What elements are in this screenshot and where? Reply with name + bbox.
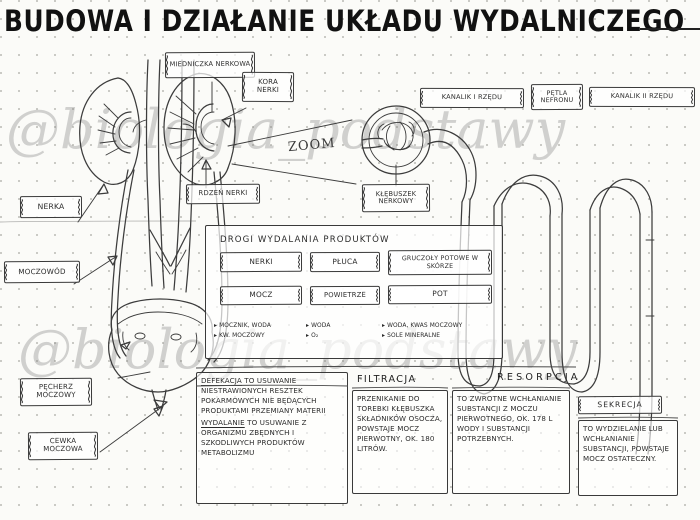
label-petla-nefronu: PĘTLA NEFRONU: [530, 83, 584, 111]
box-edge-right: [75, 263, 80, 280]
label-rdzen-nerki: RDZEŃ NERKI: [185, 183, 261, 205]
table-cell-organ-1: NERKI: [219, 251, 303, 273]
box-edge-right: [77, 198, 82, 215]
box-edge-left: [420, 90, 425, 105]
process-title-filtracja: FILTRACJA: [357, 374, 417, 385]
box-edge-right: [519, 91, 524, 106]
table-cell-product-1: MOCZ: [219, 285, 303, 306]
box-edge-right: [375, 288, 380, 302]
process-panel-sekrecja: TO WYDZIELANIE LUB WCHŁANIANIE SUBSTANCJ…: [578, 420, 678, 496]
excretion-routes-table: DROGI WYDALANIA PRODUKTÓW NERKI PŁUCA GR…: [205, 225, 503, 359]
label-kanalik-ii-rzedu: KANALIK II RZĘDU: [588, 86, 696, 108]
box-edge-right: [487, 287, 492, 301]
definitions-panel: DEFEKACJA TO USUWANIE NIESTRAWIONYCH RES…: [196, 372, 348, 504]
label-cewka-moczowa: CEWKA MOCZOWA: [27, 431, 99, 461]
box-edge-left: [310, 289, 315, 303]
label-pecherz-moczowy: PĘCHERZ MOCZOWY: [19, 377, 93, 407]
process-panel-filtracja: PRZENIKANIE DO TOREBKI KŁĘBUSZKA SKŁADNI…: [352, 390, 448, 494]
box-edge-left: [20, 199, 25, 216]
table-substances-3: WODA, KWAS MOCZOWY SOLE MINERALNE: [382, 321, 462, 341]
table-cell-organ-3: GRUCZOŁY POTOWE W SKÓRZE: [387, 249, 493, 276]
table-heading: DROGI WYDALANIA PRODUKTÓW: [220, 235, 390, 245]
definition-wydalanie: WYDALANIE TO USUWANIE Z ORGANIZMU ZBĘDNY…: [201, 418, 307, 458]
process-title-resorpcja: RESORPCJA: [497, 372, 581, 383]
box-edge-right: [255, 186, 260, 201]
label-moczowod: MOCZOWÓD: [3, 260, 81, 284]
table-cell-product-2: POWIETRZE: [309, 285, 381, 306]
label-nerka: NERKA: [19, 195, 83, 219]
table-substances-1: MOCZNIK, WODA KW. MOCZOWY: [214, 321, 271, 341]
page-title: BUDOWA I DZIAŁANIE UKŁADU WYDALNICZEGO: [4, 4, 685, 39]
box-edge-right: [297, 254, 302, 269]
box-edge-left: [310, 255, 315, 270]
box-edge-right: [690, 90, 695, 105]
box-edge-left: [388, 288, 393, 302]
table-cell-product-3: POT: [387, 284, 493, 305]
box-edge-left: [589, 89, 594, 104]
box-edge-left: [578, 399, 583, 412]
box-edge-right: [657, 398, 662, 411]
table-cell-organ-2: PŁUCA: [309, 251, 381, 273]
label-kanalik-i-rzedu: KANALIK I RZĘDU: [419, 87, 525, 109]
definition-defekacja: DEFEKACJA TO USUWANIE NIESTRAWIONYCH RES…: [201, 376, 326, 416]
box-edge-left: [220, 255, 225, 270]
box-edge-left: [186, 187, 191, 202]
box-edge-left: [220, 289, 225, 303]
zoom-label: ZOOM: [287, 135, 337, 156]
box-edge-right: [297, 288, 302, 302]
process-title-sekrecja: SEKRECJA: [577, 395, 663, 415]
box-edge-right: [375, 254, 380, 269]
label-klebuszek-nerkowy: KŁĘBUSZEK NERKOWY: [361, 183, 431, 213]
title-underline: [640, 28, 700, 30]
box-edge-left: [4, 264, 9, 281]
process-panel-resorpcja: TO ZWROTNE WCHŁANIANIE SUBSTANCJI Z MOCZ…: [452, 390, 570, 494]
table-substances-2: WODA O₂: [306, 321, 330, 341]
label-kora-nerki: KORA NERKI: [241, 71, 295, 103]
